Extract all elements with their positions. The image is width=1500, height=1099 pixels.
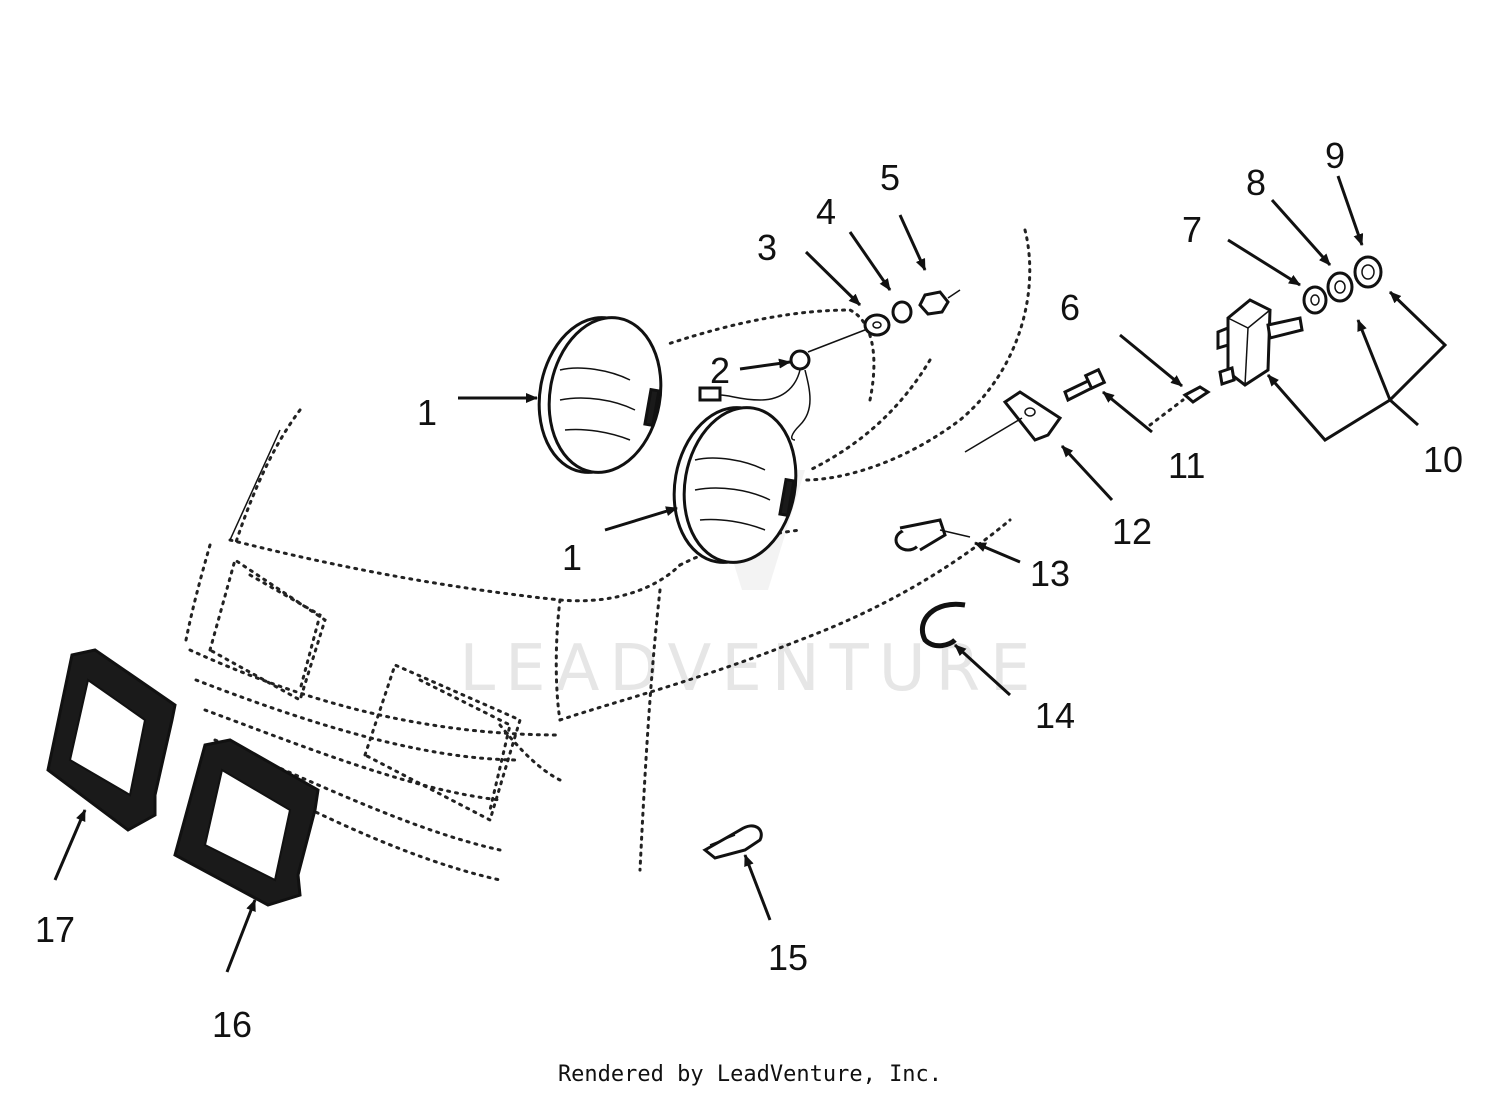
- callout-1-lower: 1: [562, 537, 582, 578]
- callout-16: 16: [212, 1004, 252, 1045]
- callout-5: 5: [880, 157, 900, 198]
- callout-labels: 1 1 2 3 4 5 6 7 8 9 10 11 12 13 14 15 16…: [35, 135, 1463, 1045]
- callout-11: 11: [1168, 445, 1205, 486]
- headlight-upper: [537, 316, 663, 474]
- footer-credit: Rendered by LeadVenture, Inc.: [557, 1062, 943, 1087]
- callout-2: 2: [710, 350, 730, 391]
- callout-9: 9: [1325, 135, 1345, 176]
- callout-3: 3: [757, 227, 777, 268]
- headlight-lower: [672, 406, 798, 564]
- callout-13: 13: [1030, 553, 1070, 594]
- nut-7: [1302, 285, 1328, 315]
- callout-1-upper: 1: [417, 392, 437, 433]
- bracket-15: [702, 824, 763, 860]
- bezel-17: [46, 648, 177, 832]
- callout-14: 14: [1035, 695, 1075, 736]
- leader-lines: [53, 175, 1448, 973]
- nut-9: [1353, 255, 1383, 289]
- callout-6: 6: [1060, 287, 1080, 328]
- callout-4: 4: [816, 191, 836, 232]
- terminal-6: [1148, 385, 1211, 427]
- screw-11: [1063, 367, 1107, 403]
- toggle-switch-10: [1216, 298, 1304, 387]
- mounting-plate-12: [964, 390, 1063, 453]
- lockwasher-4: [891, 300, 913, 324]
- washer-3: [863, 313, 891, 337]
- clamp-13: [894, 518, 971, 552]
- callout-8: 8: [1246, 162, 1266, 203]
- clip-14: [919, 601, 966, 649]
- bezel-16: [173, 738, 320, 907]
- wire-harness: [698, 327, 871, 441]
- washer-8: [1326, 271, 1354, 303]
- nut-5: [918, 289, 961, 316]
- callout-17: 17: [35, 909, 75, 950]
- callout-12: 12: [1112, 511, 1152, 552]
- callout-15: 15: [768, 937, 808, 978]
- callout-10: 10: [1423, 439, 1463, 480]
- callout-7: 7: [1182, 209, 1202, 250]
